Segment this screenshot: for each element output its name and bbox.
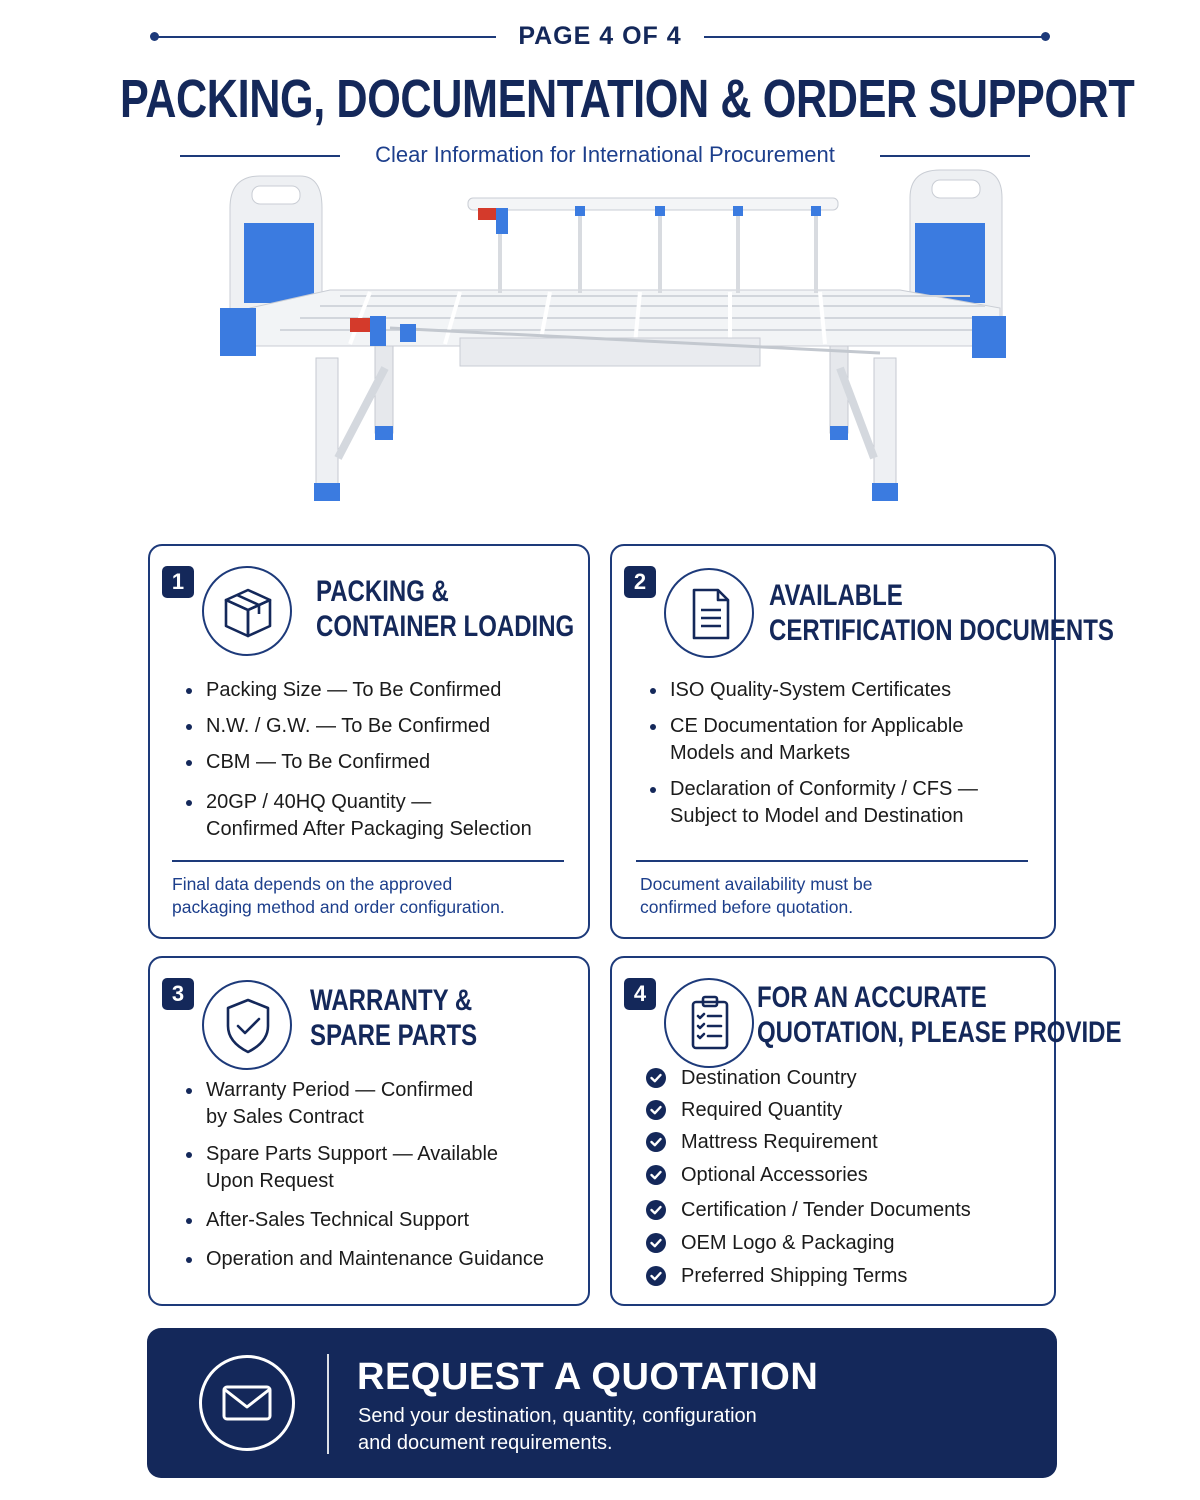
certification-note: Document availability must be confirmed … xyxy=(640,874,873,917)
card-title: AVAILABLE CERTIFICATION DOCUMENTS xyxy=(769,578,1114,648)
divider xyxy=(636,860,1028,862)
decorative-rule xyxy=(180,155,340,157)
decorative-dot xyxy=(150,32,159,41)
card-title: WARRANTY & SPARE PARTS xyxy=(310,983,477,1053)
check-circle-icon xyxy=(646,1233,666,1253)
card-number: 3 xyxy=(162,978,194,1010)
document-icon xyxy=(664,568,754,658)
card-title-line: QUOTATION, PLEASE PROVIDE xyxy=(757,1016,1122,1049)
card-number: 2 xyxy=(624,566,656,598)
checklist-item: OEM Logo & Packaging xyxy=(646,1231,1046,1255)
check-circle-icon xyxy=(646,1132,666,1152)
card-title-line: FOR AN ACCURATE xyxy=(757,981,987,1014)
decorative-dot xyxy=(1041,32,1050,41)
check-circle-icon xyxy=(646,1165,666,1185)
requirements-checklist: Destination Country Required Quantity Ma… xyxy=(646,1066,1046,1288)
check-circle-icon xyxy=(646,1266,666,1286)
card-title-line: CONTAINER LOADING xyxy=(316,610,575,643)
card-title-line: SPARE PARTS xyxy=(310,1019,478,1052)
packing-note: Final data depends on the approved packa… xyxy=(172,874,505,917)
shield-check-icon xyxy=(202,980,292,1070)
card-number: 1 xyxy=(162,566,194,598)
card-number: 4 xyxy=(624,978,656,1010)
divider xyxy=(327,1354,329,1454)
list-item: 20GP / 40HQ Quantity —Confirmed After Pa… xyxy=(184,789,584,843)
card-title-line: WARRANTY & xyxy=(310,984,473,1017)
checklist-item: Optional Accessories xyxy=(646,1163,1046,1187)
checklist-item: Destination Country xyxy=(646,1066,1046,1090)
certification-card: 2 AVAILABLE CERTIFICATION DOCUMENTS ISO … xyxy=(610,544,1114,939)
decorative-rule xyxy=(704,36,1044,38)
check-circle-icon xyxy=(646,1100,666,1120)
packing-card: 1 PACKING & CONTAINER LOADING Packing Si… xyxy=(148,544,590,939)
subtitle-row: Clear Information for International Proc… xyxy=(180,140,1030,172)
card-title-line: PACKING & xyxy=(316,575,449,608)
list-item: CBM — To Be Confirmed xyxy=(184,749,584,776)
decorative-rule xyxy=(880,155,1030,157)
box-icon xyxy=(202,566,292,656)
page-label-row: PAGE 4 OF 4 xyxy=(150,22,1050,52)
list-item: Packing Size — To Be Confirmed xyxy=(184,677,584,704)
decorative-rule xyxy=(156,36,496,38)
checklist-item: Required Quantity xyxy=(646,1098,1046,1122)
cta-description: Send your destination, quantity, configu… xyxy=(358,1405,757,1454)
page-label: PAGE 4 OF 4 xyxy=(518,22,682,50)
warranty-card: 3 WARRANTY & SPARE PARTS Warranty Period… xyxy=(148,956,590,1306)
page-title: PACKING, DOCUMENTATION & ORDER SUPPORT xyxy=(120,69,1135,129)
list-item: ISO Quality-System Certificates xyxy=(648,677,1048,704)
envelope-icon xyxy=(199,1355,295,1451)
clipboard-checklist-icon xyxy=(664,978,754,1068)
checklist-item: Mattress Requirement xyxy=(646,1130,1046,1154)
checklist-item: Preferred Shipping Terms xyxy=(646,1264,1046,1288)
list-item: Operation and Maintenance Guidance xyxy=(184,1246,584,1273)
card-title: FOR AN ACCURATE QUOTATION, PLEASE PROVID… xyxy=(757,980,1121,1050)
request-quotation-banner[interactable]: REQUEST A QUOTATION Send your destinatio… xyxy=(147,1328,1057,1478)
list-item: After-Sales Technical Support xyxy=(184,1207,584,1234)
check-circle-icon xyxy=(646,1200,666,1220)
packing-list: Packing Size — To Be Confirmed N.W. / G.… xyxy=(184,677,584,843)
checklist-item: Certification / Tender Documents xyxy=(646,1198,1046,1222)
quotation-requirements-card: 4 FOR AN ACCURATE QUOTATION, PLEASE PROV… xyxy=(610,956,1121,1306)
check-circle-icon xyxy=(646,1068,666,1088)
page-subtitle: Clear Information for International Proc… xyxy=(375,142,835,167)
certification-list: ISO Quality-System Certificates CE Docum… xyxy=(648,677,1048,830)
divider xyxy=(172,860,564,862)
card-title-line: AVAILABLE xyxy=(769,579,903,612)
card-title: PACKING & CONTAINER LOADING xyxy=(316,574,574,644)
hospital-bed-image xyxy=(220,169,1006,501)
card-title-line: CERTIFICATION DOCUMENTS xyxy=(769,614,1114,647)
list-item: Declaration of Conformity / CFS —Subject… xyxy=(648,776,1048,830)
cta-title: REQUEST A QUOTATION xyxy=(357,1356,819,1398)
list-item: N.W. / G.W. — To Be Confirmed xyxy=(184,713,584,740)
